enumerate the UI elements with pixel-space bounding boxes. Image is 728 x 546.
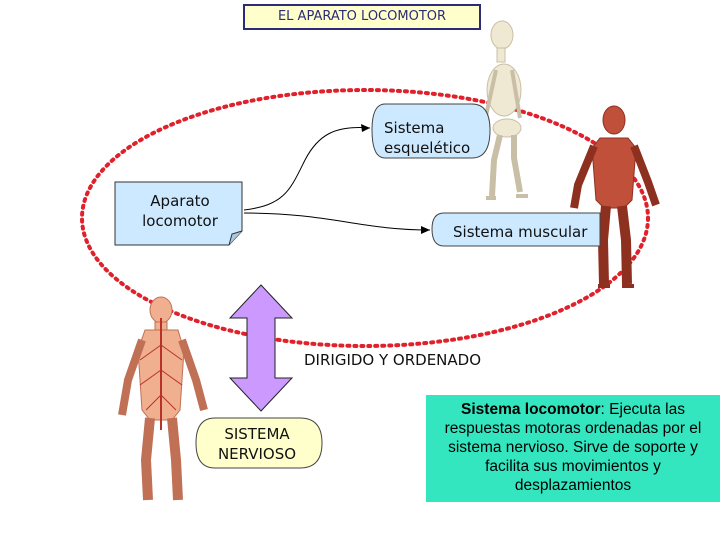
nervioso-node bbox=[195, 417, 323, 469]
esqueletico-line2: esquelético bbox=[384, 139, 471, 157]
muscular-node bbox=[431, 212, 601, 247]
esqueletico-line1: Sistema bbox=[384, 119, 445, 137]
muscle-figure bbox=[570, 105, 660, 288]
nervioso-label: SISTEMA NERVIOSO bbox=[199, 424, 315, 464]
arrow-to-esqueletico bbox=[243, 126, 371, 211]
aparato-line1: Aparato bbox=[150, 192, 210, 210]
skeleton-figure bbox=[482, 20, 528, 200]
definition-box: Sistema locomotor: Ejecuta las respuesta… bbox=[426, 395, 720, 502]
aparato-node-fold bbox=[228, 230, 243, 246]
nervioso-line2: NERVIOSO bbox=[217, 445, 297, 463]
arrow-to-esqueletico-head bbox=[361, 124, 370, 132]
page-title: EL APARATO LOCOMOTOR bbox=[243, 4, 481, 30]
arrow-to-muscular-head bbox=[421, 226, 430, 234]
nervioso-line1: SISTEMA bbox=[224, 425, 290, 443]
arrow-to-muscular bbox=[243, 212, 431, 231]
definition-text: : Ejecuta las respuestas motoras ordenad… bbox=[444, 401, 702, 494]
aparato-label: Aparato locomotor bbox=[118, 191, 242, 231]
esqueletico-node bbox=[371, 103, 491, 159]
cycle-ellipse bbox=[80, 88, 650, 348]
nervous-system-figure bbox=[118, 296, 208, 501]
arrow-label: DIRIGIDO Y ORDENADO bbox=[304, 351, 482, 369]
definition-term: Sistema locomotor bbox=[461, 401, 601, 418]
double-arrow bbox=[228, 284, 294, 412]
esqueletico-label: Sistema esquelético bbox=[384, 118, 470, 158]
aparato-line2: locomotor bbox=[142, 212, 218, 230]
muscular-label: Sistema muscular bbox=[453, 223, 588, 241]
